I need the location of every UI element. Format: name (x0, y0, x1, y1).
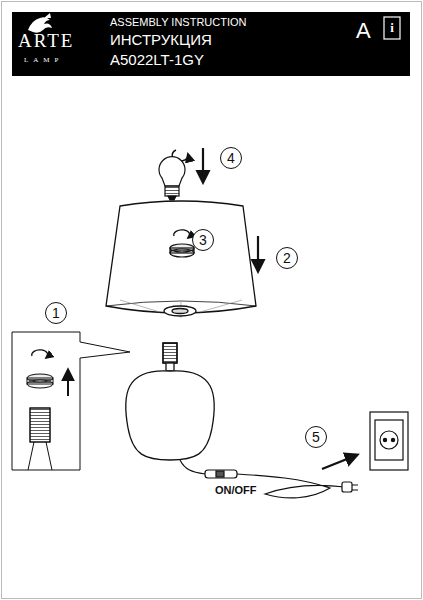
brand-name: ARTE (18, 30, 74, 52)
callout-number: 1 (45, 302, 67, 324)
inset-detail (12, 332, 130, 470)
callout-number: 3 (192, 229, 214, 251)
callout-number: 2 (283, 251, 291, 265)
switch-label: ON/OFF (214, 484, 258, 496)
switch-label: ON/OFF (214, 484, 258, 496)
language-mark: A (356, 18, 371, 44)
callout-number: 4 (227, 151, 235, 165)
header-title: ASSEMBLY INSTRUCTION (110, 16, 247, 28)
brand-subname: LAMP (24, 56, 63, 64)
header-title: ИНСТРУКЦИЯ (110, 31, 212, 48)
model-number: A5022LT-1GY (110, 51, 204, 68)
brand-name: ARTE (18, 30, 74, 52)
header-title: ASSEMBLY INSTRUCTION (110, 16, 247, 28)
callout-number: 4 (220, 147, 242, 169)
callout-number: 5 (312, 430, 320, 444)
header-title: ИНСТРУКЦИЯ (110, 31, 212, 48)
info-icon: i (384, 17, 400, 39)
language-mark: A (356, 18, 371, 44)
callout-number: 2 (276, 247, 298, 269)
callout-number: 1 (52, 306, 60, 320)
model-number: A5022LT-1GY (110, 51, 204, 68)
callout-number: 5 (305, 426, 327, 448)
wall-socket (370, 412, 408, 470)
brand-subname: LAMP (24, 56, 63, 64)
callout-number: 3 (199, 233, 207, 247)
lamp-base (126, 343, 215, 460)
header-band (12, 12, 410, 76)
bulb (159, 157, 185, 200)
info-letter: i (390, 20, 394, 36)
locking-ring (170, 244, 194, 257)
header-band: ARTE LAMP ASSEMBLY INSTRUCTION ИНСТРУКЦИЯ A5… (12, 12, 410, 76)
lamp-shade (106, 201, 256, 318)
logo-lion (28, 13, 52, 33)
